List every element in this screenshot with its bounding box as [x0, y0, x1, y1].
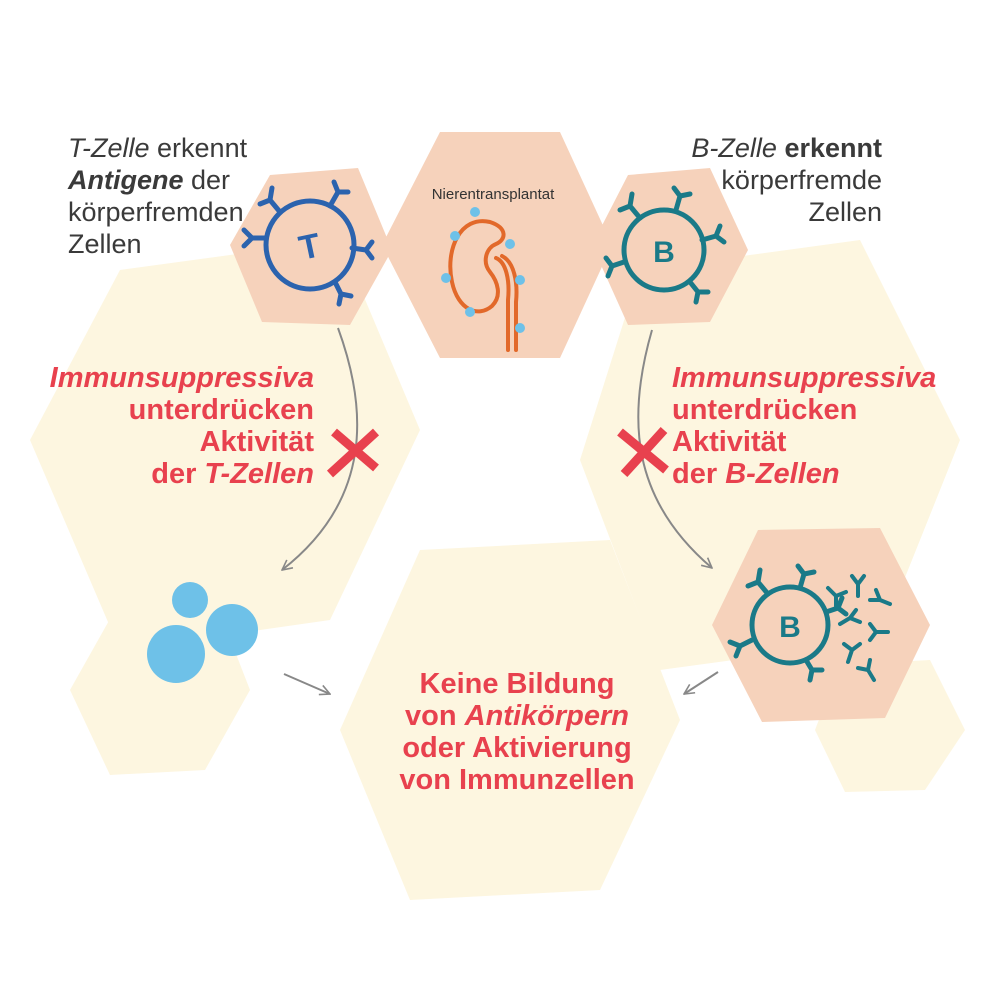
b-cell-description: B-Zelle erkennt körperfremde Zellen — [691, 132, 882, 228]
hex-t-cell — [230, 168, 392, 325]
suppress-right-line1: Immunsuppressiva — [672, 362, 937, 394]
suppress-left-line4-term: T-Zellen — [204, 458, 314, 490]
b-cell-term: B-Zelle — [691, 133, 777, 163]
kidney-icon — [448, 219, 519, 352]
suppress-left-line3: Aktivität — [199, 426, 314, 458]
result-line3: oder Aktivierung — [402, 732, 632, 764]
b-cell-line2: körperfremde — [721, 165, 882, 195]
bg-hex-left — [30, 240, 420, 650]
result-line1: Keine Bildung — [419, 668, 615, 700]
suppress-right-line4-prefix: der — [672, 458, 726, 490]
suppress-right-line2: unterdrücken — [672, 394, 858, 426]
antigen-term: Antigene — [68, 165, 184, 195]
suppression-note-t-cells: Immunsuppressiva unterdrücken Aktivität … — [50, 362, 314, 490]
arrow-left-to-center — [283, 673, 330, 694]
kidney-label: Nierentransplantat — [431, 186, 555, 203]
suppress-left-line2: unterdrücken — [128, 394, 314, 426]
cell-fragments — [147, 582, 258, 683]
t-cell-line2-rest: der — [183, 165, 231, 195]
b-cell-active — [727, 563, 849, 683]
result-line4: von Immunzellen — [399, 764, 635, 796]
t-cell — [241, 179, 375, 307]
suppression-note-b-cells: Immunsuppressiva unterdrücken Aktivität … — [672, 362, 936, 490]
b-cell-line3: Zellen — [808, 197, 882, 227]
suppress-left-line1: Immunsuppressiva — [49, 362, 314, 394]
block-cross-left — [326, 428, 380, 478]
b-cell-letter: B — [653, 236, 675, 269]
bg-hex-center — [340, 540, 680, 900]
suppress-right-line4-term: B-Zellen — [725, 458, 840, 490]
t-cell-description: T-Zelle erkennt Antigene der körperfremd… — [68, 132, 247, 260]
t-cell-term: T-Zelle — [68, 133, 150, 163]
bg-hex-left-bottom — [70, 600, 250, 775]
suppress-left-line4-prefix: der — [151, 458, 205, 490]
result-line2-prefix: von — [405, 700, 465, 732]
suppress-right-line3: Aktivität — [672, 426, 787, 458]
t-cell-line3: körperfremden — [68, 197, 244, 227]
hex-b-active — [712, 528, 930, 722]
antibody-term: Antikörpern — [464, 700, 629, 732]
b-cell-line1-bold: erkennt — [776, 133, 882, 163]
b-cell — [603, 185, 727, 305]
antigen-dots — [441, 207, 525, 333]
antibodies — [826, 574, 892, 682]
b-cell-active-letter: B — [779, 611, 801, 644]
result-statement: Keine Bildung von Antikörpern oder Aktiv… — [352, 668, 682, 796]
arrow-right-to-center — [684, 671, 719, 694]
block-cross-right — [617, 426, 669, 478]
t-cell-line1-rest: erkennt — [149, 133, 248, 163]
t-cell-line4: Zellen — [68, 229, 142, 259]
